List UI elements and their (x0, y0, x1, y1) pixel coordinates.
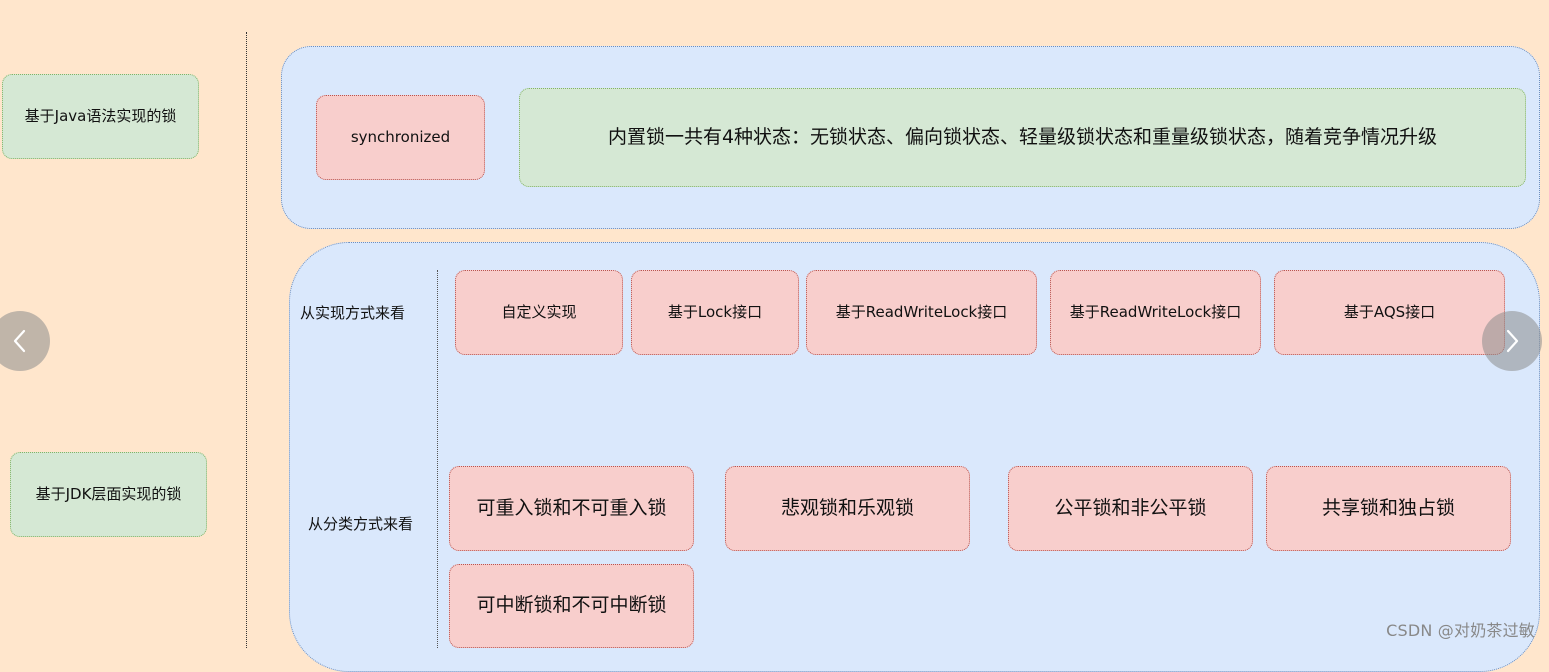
implementation-view-label: 从实现方式来看 (300, 303, 406, 322)
chevron-right-icon (1506, 329, 1519, 353)
builtin-lock-states-node: 内置锁一共有4种状态：无锁状态、偏向锁状态、轻量级锁状态和重量级锁状态，随着竞争… (519, 88, 1526, 187)
pessimistic-optimistic-lock-node: 悲观锁和乐观锁 (725, 466, 970, 551)
synchronized-node: synchronized (316, 95, 485, 180)
next-slide-button[interactable] (1482, 311, 1542, 371)
readwritelock-interface-node: 基于ReadWriteLock接口 (806, 270, 1037, 355)
jdk-level-lock-node: 基于JDK层面实现的锁 (10, 452, 207, 537)
section-divider (246, 32, 247, 648)
fair-unfair-lock-node: 公平锁和非公平锁 (1008, 466, 1253, 551)
java-syntax-lock-node: 基于Java语法实现的锁 (2, 74, 199, 159)
previous-slide-button[interactable] (0, 311, 50, 371)
shared-exclusive-lock-node: 共享锁和独占锁 (1266, 466, 1511, 551)
readwritelock-interface-node-2: 基于ReadWriteLock接口 (1050, 270, 1261, 355)
reentrant-lock-node: 可重入锁和不可重入锁 (449, 466, 694, 551)
csdn-watermark: CSDN @对奶茶过敏 (1386, 621, 1535, 640)
classification-view-label: 从分类方式来看 (308, 514, 414, 533)
interruptible-lock-node: 可中断锁和不可中断锁 (449, 564, 694, 648)
aqs-interface-node: 基于AQS接口 (1274, 270, 1505, 355)
chevron-left-icon (13, 329, 26, 353)
custom-implementation-node: 自定义实现 (455, 270, 623, 355)
panel-inner-divider (437, 270, 438, 648)
lock-interface-node: 基于Lock接口 (631, 270, 799, 355)
